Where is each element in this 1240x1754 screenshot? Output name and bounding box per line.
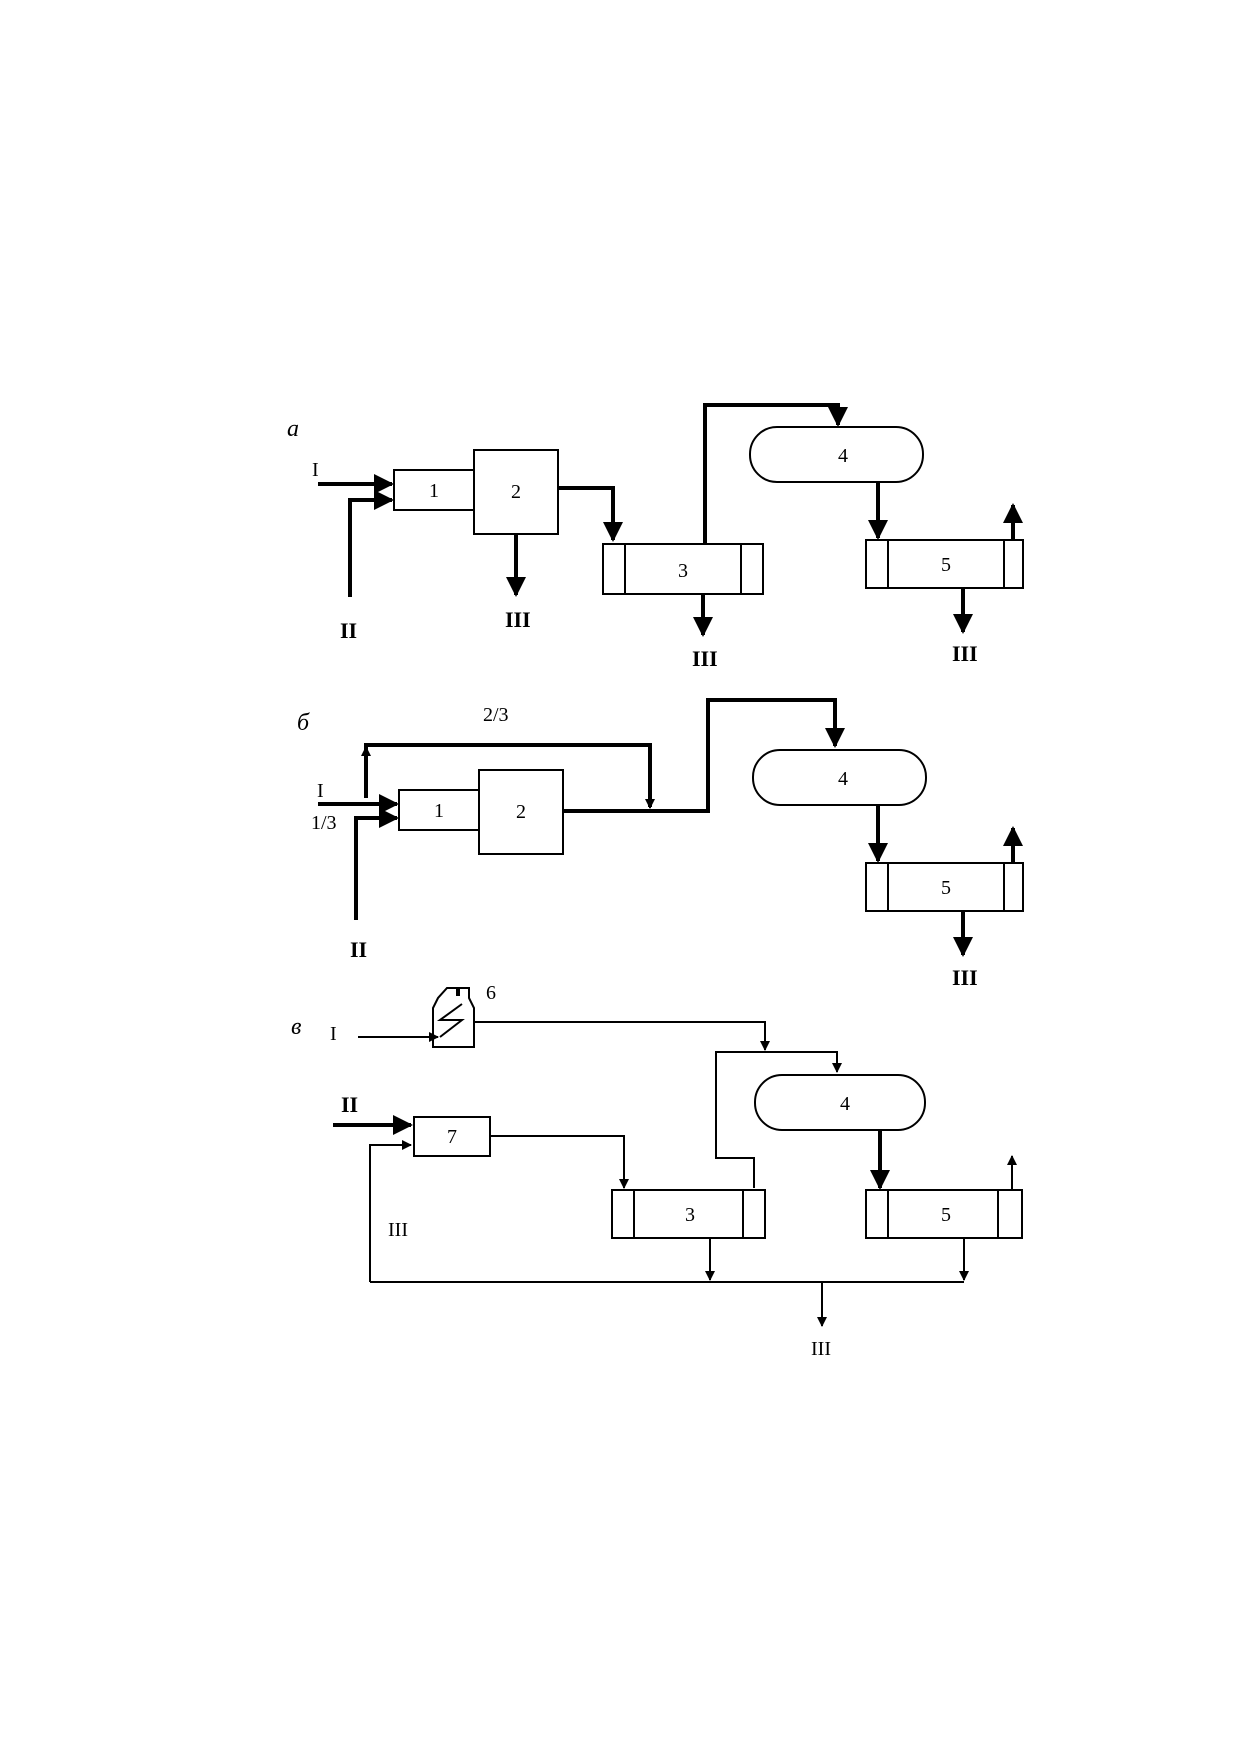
panel-a-unit-4-label: 4 [838, 445, 848, 467]
panel-b-unit-5-label: 5 [941, 877, 951, 899]
panel-b-split-bottom-label: 1/3 [311, 812, 337, 834]
panel-c-unit-6-coil [436, 1003, 465, 1038]
panel-a-line-2-to-3 [558, 486, 623, 542]
panel-c-stream-II-label: II [341, 1092, 358, 1117]
panel-a-unit-4 [749, 426, 924, 483]
panel-a-stream-II-label: II [340, 618, 357, 643]
panel-c-recycle-label: III [388, 1219, 408, 1241]
panel-b-unit-2 [478, 769, 564, 855]
panel-c-stream-I-label: I [330, 1023, 337, 1045]
panel-c-unit-7-label: 7 [447, 1126, 457, 1148]
panel-a-letter: а [287, 416, 299, 442]
panel-c-unit-5 [865, 1189, 1023, 1239]
panel-c-unit-4 [754, 1074, 926, 1131]
panel-a-stream-I-label: I [312, 459, 319, 481]
panel-b-stream-I-label: I [317, 780, 324, 802]
panel-b-split-top-label: 2/3 [483, 704, 509, 726]
panel-a-unit-3 [602, 543, 764, 595]
panel-a-line-3-to-4 [703, 403, 848, 544]
panel-b: б 2/3 I 1/3 II 1 2 4 5 II [297, 698, 1024, 990]
panel-c-unit-6-label: 6 [486, 982, 496, 1004]
panel-c-unit-3-label: 3 [685, 1204, 695, 1226]
panel-b-unit-4-label: 4 [838, 768, 848, 790]
panel-c-line-7-to-3 [490, 1135, 629, 1189]
panel-c-line-3-to-4 [715, 1051, 755, 1188]
panel-c-main-outlet-label: III [811, 1338, 831, 1360]
panel-a: а I II 1 2 III 3 III 4 [287, 403, 1024, 671]
panel-b-outlet-5-label: III [952, 965, 978, 990]
panel-a-unit-5 [865, 539, 1024, 589]
panel-a-stream-II-line [348, 490, 394, 597]
panel-b-unit-2-label: 2 [516, 801, 526, 823]
panel-c-unit-5-label: 5 [941, 1204, 951, 1226]
panel-b-stream-II-line [354, 808, 399, 920]
panel-b-unit-1-label: 1 [434, 800, 444, 822]
panel-a-unit-1-label: 1 [429, 480, 439, 502]
panel-c-unit-3 [611, 1189, 766, 1239]
panel-b-unit-5 [865, 862, 1024, 912]
panel-a-unit-2 [473, 449, 559, 535]
panel-b-letter: б [297, 710, 310, 736]
panel-c: в 6 I 4 II 7 3 5 [291, 982, 1023, 1360]
panel-b-stream-II-label: II [350, 937, 367, 962]
panel-b-unit-4 [752, 749, 927, 806]
panel-a-unit-3-label: 3 [678, 560, 688, 582]
panel-c-line-to-4 [755, 1051, 842, 1073]
panel-b-unit-1 [398, 789, 480, 831]
panel-c-unit-4-label: 4 [840, 1093, 850, 1115]
panel-a-unit-2-label: 2 [511, 481, 521, 503]
panel-a-outlet-2-label: III [505, 607, 531, 632]
panel-a-outlet-3-label: III [692, 646, 718, 671]
panel-a-outlet-5-label: III [952, 641, 978, 666]
panel-c-recycle-line [369, 1140, 412, 1282]
panel-c-unit-6 [432, 987, 475, 1048]
panel-c-letter: в [291, 1014, 301, 1040]
panel-a-unit-5-label: 5 [941, 554, 951, 576]
panel-c-line-6-to-4-upper [474, 1021, 770, 1051]
panel-b-line-2-to-4 [563, 698, 845, 813]
